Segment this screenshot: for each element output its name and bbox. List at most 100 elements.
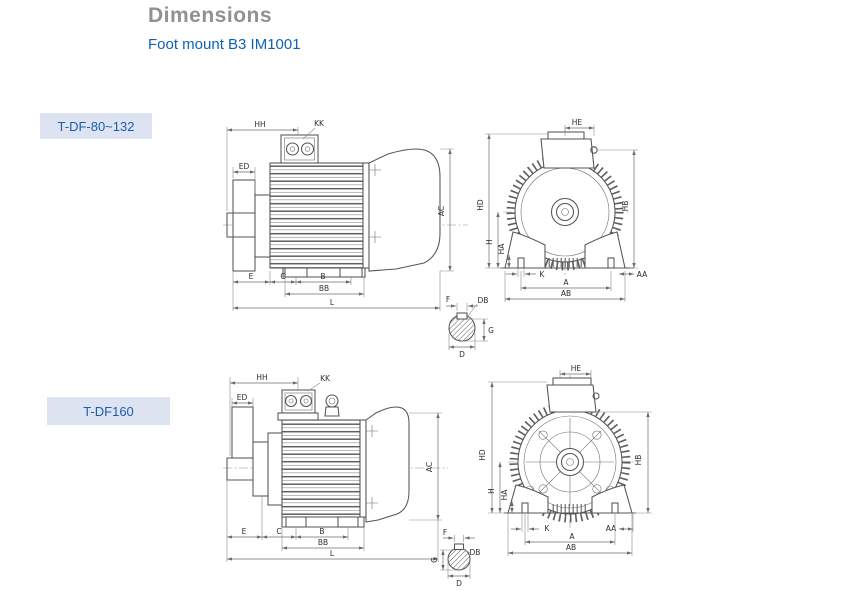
gland-bolt [304, 146, 311, 152]
cable-gland [285, 142, 300, 156]
gland-bump [592, 392, 600, 400]
fan-cover [368, 148, 441, 272]
dim-label-g-df160: G [430, 557, 439, 563]
dim-label-db-df80: DB [478, 296, 489, 305]
foot-hole-slot [517, 257, 525, 269]
ext-line [456, 303, 468, 311]
bearing-cap-block [231, 406, 254, 459]
shaft-boss [550, 197, 580, 227]
front-view-df80: HE HD HB H HA K AA A AB [476, 118, 648, 302]
gland-bolt [288, 398, 294, 404]
dim-label-ha-df160: HA [500, 489, 509, 501]
terminal-box-side [281, 389, 316, 414]
db-leader [462, 548, 471, 554]
eyebolt-base [324, 406, 340, 417]
dim-label-bb-df160: BB [318, 538, 328, 547]
ext-line [507, 514, 633, 556]
foot-pad [337, 516, 359, 528]
keyway [456, 312, 468, 320]
keyway [453, 543, 465, 551]
guard-bolt-circle [538, 430, 548, 440]
fan-cover [365, 406, 410, 523]
guard-bolt-circle [592, 484, 602, 494]
cable-gland [299, 394, 313, 408]
shaft-detail-df160: F DB G D [430, 528, 480, 588]
terminal-box-base [277, 412, 319, 421]
dim-label-he-df160: HE [571, 364, 582, 373]
kk-leader [307, 382, 321, 392]
bearing-cap-block [232, 179, 256, 272]
dim-label-d-df80: D [459, 350, 465, 359]
fan-spokes [526, 418, 614, 506]
guard-bolt-circle [538, 484, 548, 494]
guard-bolt-circle [592, 430, 602, 440]
ext-line [596, 411, 652, 514]
left-foot [504, 231, 546, 269]
ext-line [454, 535, 464, 542]
dim-label-g-df80: G [488, 326, 494, 335]
dim-label-f-df80: F [446, 295, 450, 304]
terminal-box-front [546, 384, 597, 413]
foot-hole-slot [607, 257, 615, 269]
ext-line [504, 271, 626, 302]
model-label-t-df-80-132: T-DF-80~132 [40, 113, 152, 139]
dim-label-b-df160: B [319, 527, 324, 536]
dim-label-h-df160: H [487, 488, 496, 494]
dim-label-hd-df160: HD [478, 449, 487, 461]
dim-label-aa-df160: AA [606, 524, 617, 533]
dim-label-kk-df80: KK [314, 119, 325, 128]
ext-line [226, 127, 299, 211]
dim-label-ac-df80: AC [437, 206, 446, 216]
foot-hole-slot [521, 502, 529, 514]
shaft-center-hole [561, 208, 569, 216]
eyebolt-hole [328, 397, 336, 405]
dim-label-ed-df160: ED [237, 393, 248, 402]
gland-bolt [303, 398, 309, 404]
dim-label-c-df160: C [276, 527, 281, 536]
right-foot [584, 231, 626, 269]
dim-label-e-df160: E [242, 527, 247, 536]
dim-label-d-df160: D [456, 579, 462, 588]
dim-label-ed-df80: ED [239, 162, 250, 171]
dim-label-bb-df80: BB [319, 284, 329, 293]
dim-label-ha-df80: HA [497, 243, 506, 255]
foot-base [281, 517, 365, 528]
dim-label-a-df160: A [569, 532, 575, 541]
dim-label-ab-df160: AB [566, 543, 576, 552]
dim-label-he-df80: HE [572, 118, 583, 127]
dim-label-f-df160: F [443, 528, 447, 537]
dim-label-db-df160: DB [470, 548, 481, 557]
shaft-extension [226, 212, 255, 238]
side-view-df160: HH KK ED AC E C B BB L [223, 373, 448, 562]
dim-label-k-df80: K [540, 270, 546, 279]
datum-mark [366, 425, 378, 509]
model-label-t-df160: T-DF160 [47, 397, 170, 425]
dim-label-b-df80: B [320, 272, 325, 281]
foot-pad [339, 267, 363, 278]
dim-label-hd-df80: HD [476, 199, 485, 211]
cable-gland [284, 394, 298, 408]
finned-frame [281, 419, 361, 518]
db-leader [467, 303, 478, 317]
front-view-df160: HE HD HB H HA K AA A AB [478, 364, 652, 556]
left-foot [507, 484, 549, 514]
shaft-center-hole [566, 458, 574, 466]
bottom-fins [547, 258, 583, 267]
foot-hole-slot [611, 502, 619, 514]
page-title: Dimensions [148, 4, 273, 27]
terminal-box-cap [552, 377, 592, 386]
datum-mark [369, 164, 381, 243]
drawing-t-df160: HH KK ED AC E C B BB L [223, 364, 652, 588]
terminal-box-front [540, 138, 595, 169]
shaft-circle [555, 202, 575, 222]
side-view-df80: HH KK ED AC E C B BB L [223, 119, 468, 311]
shaft-detail-df80: F DB G D [446, 295, 494, 359]
cooling-fin-ring [509, 401, 631, 523]
end-shield [267, 432, 283, 506]
dim-label-k-df160: K [545, 524, 551, 533]
dim-label-a-df80: A [563, 278, 569, 287]
cable-gland [300, 142, 315, 156]
page-subtitle: Foot mount B3 IM1001 [148, 36, 301, 53]
dim-label-ab-df80: AB [561, 289, 571, 298]
dim-label-hb-df160: HB [634, 455, 643, 466]
